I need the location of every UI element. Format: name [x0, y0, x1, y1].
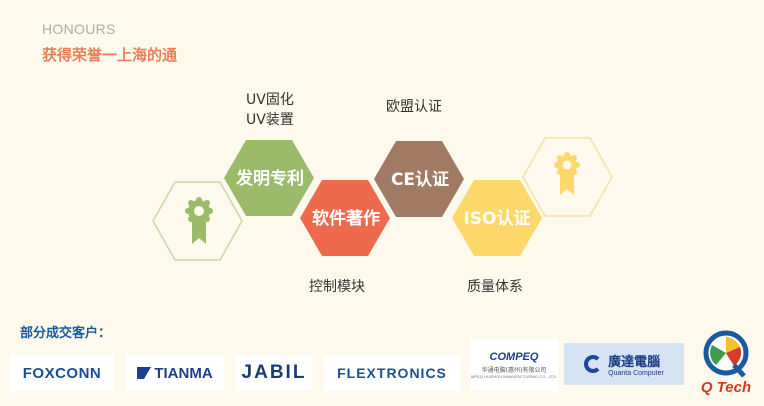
- ce-hexagon: [374, 141, 464, 217]
- foxconn-logo: FOXCONN: [10, 355, 114, 391]
- customers-label: 部分成交客户：: [20, 326, 112, 341]
- iso-hexagon: [452, 180, 542, 256]
- qtech-logo-text: Q Tech: [700, 378, 752, 396]
- caption-uv-device: UV装置: [246, 112, 294, 128]
- foxconn-logo-text: FOXCONN: [22, 364, 102, 382]
- quanta-logo: 廣達電腦 Quanta Computer: [564, 343, 684, 385]
- iso-label: ISO认证: [463, 208, 530, 229]
- qtech-mark-icon: [703, 330, 749, 378]
- software-hexagon: [300, 180, 390, 256]
- honours-diagram: 发明专利 软件著作 CE认证 ISO认证: [152, 137, 613, 261]
- quanta-mark-icon: [584, 355, 603, 373]
- compeq-logo: COMPEQ 华通电脑(惠州)有限公司 MPEQ HUIZHOU MANUFAC…: [470, 339, 558, 391]
- jabil-logo-text: JABIL: [241, 362, 307, 383]
- section-subtitle: HONOURS: [42, 21, 116, 37]
- tianma-mark-icon: [137, 367, 152, 379]
- caption-quality-system: 质量体系: [467, 279, 523, 295]
- caption-uv-curing: UV固化: [246, 92, 294, 108]
- ce-label: CE认证: [391, 169, 449, 190]
- tianma-logo: TIANMA: [126, 355, 224, 391]
- compeq-logo-text: COMPEQ: [489, 351, 539, 363]
- flextronics-logo: FLEXTRONICS: [324, 355, 460, 391]
- software-label: 软件著作: [312, 208, 380, 229]
- award-badge-icon: [554, 152, 580, 195]
- compeq-english-name: MPEQ HUIZHOU MANUFACTURING CO., LTD.: [471, 374, 557, 379]
- patent-hexagon: [224, 140, 314, 216]
- tianma-logo-text: TIANMA: [154, 364, 213, 382]
- page-title: 获得荣誉一上海的通: [42, 46, 178, 64]
- flextronics-logo-text: FLEXTRONICS: [337, 365, 447, 381]
- quanta-chinese-name: 廣達電腦: [608, 355, 661, 370]
- caption-control-module: 控制模块: [309, 279, 365, 295]
- award-badge-icon: [185, 197, 213, 244]
- qtech-logo: Q Tech: [690, 322, 762, 402]
- patent-label: 发明专利: [235, 168, 304, 189]
- caption-eu-certification: 欧盟认证: [386, 99, 442, 115]
- quanta-english-name: Quanta Computer: [608, 370, 664, 377]
- compeq-chinese-name: 华通电脑(惠州)有限公司: [481, 367, 547, 374]
- jabil-logo: JABIL: [236, 355, 312, 391]
